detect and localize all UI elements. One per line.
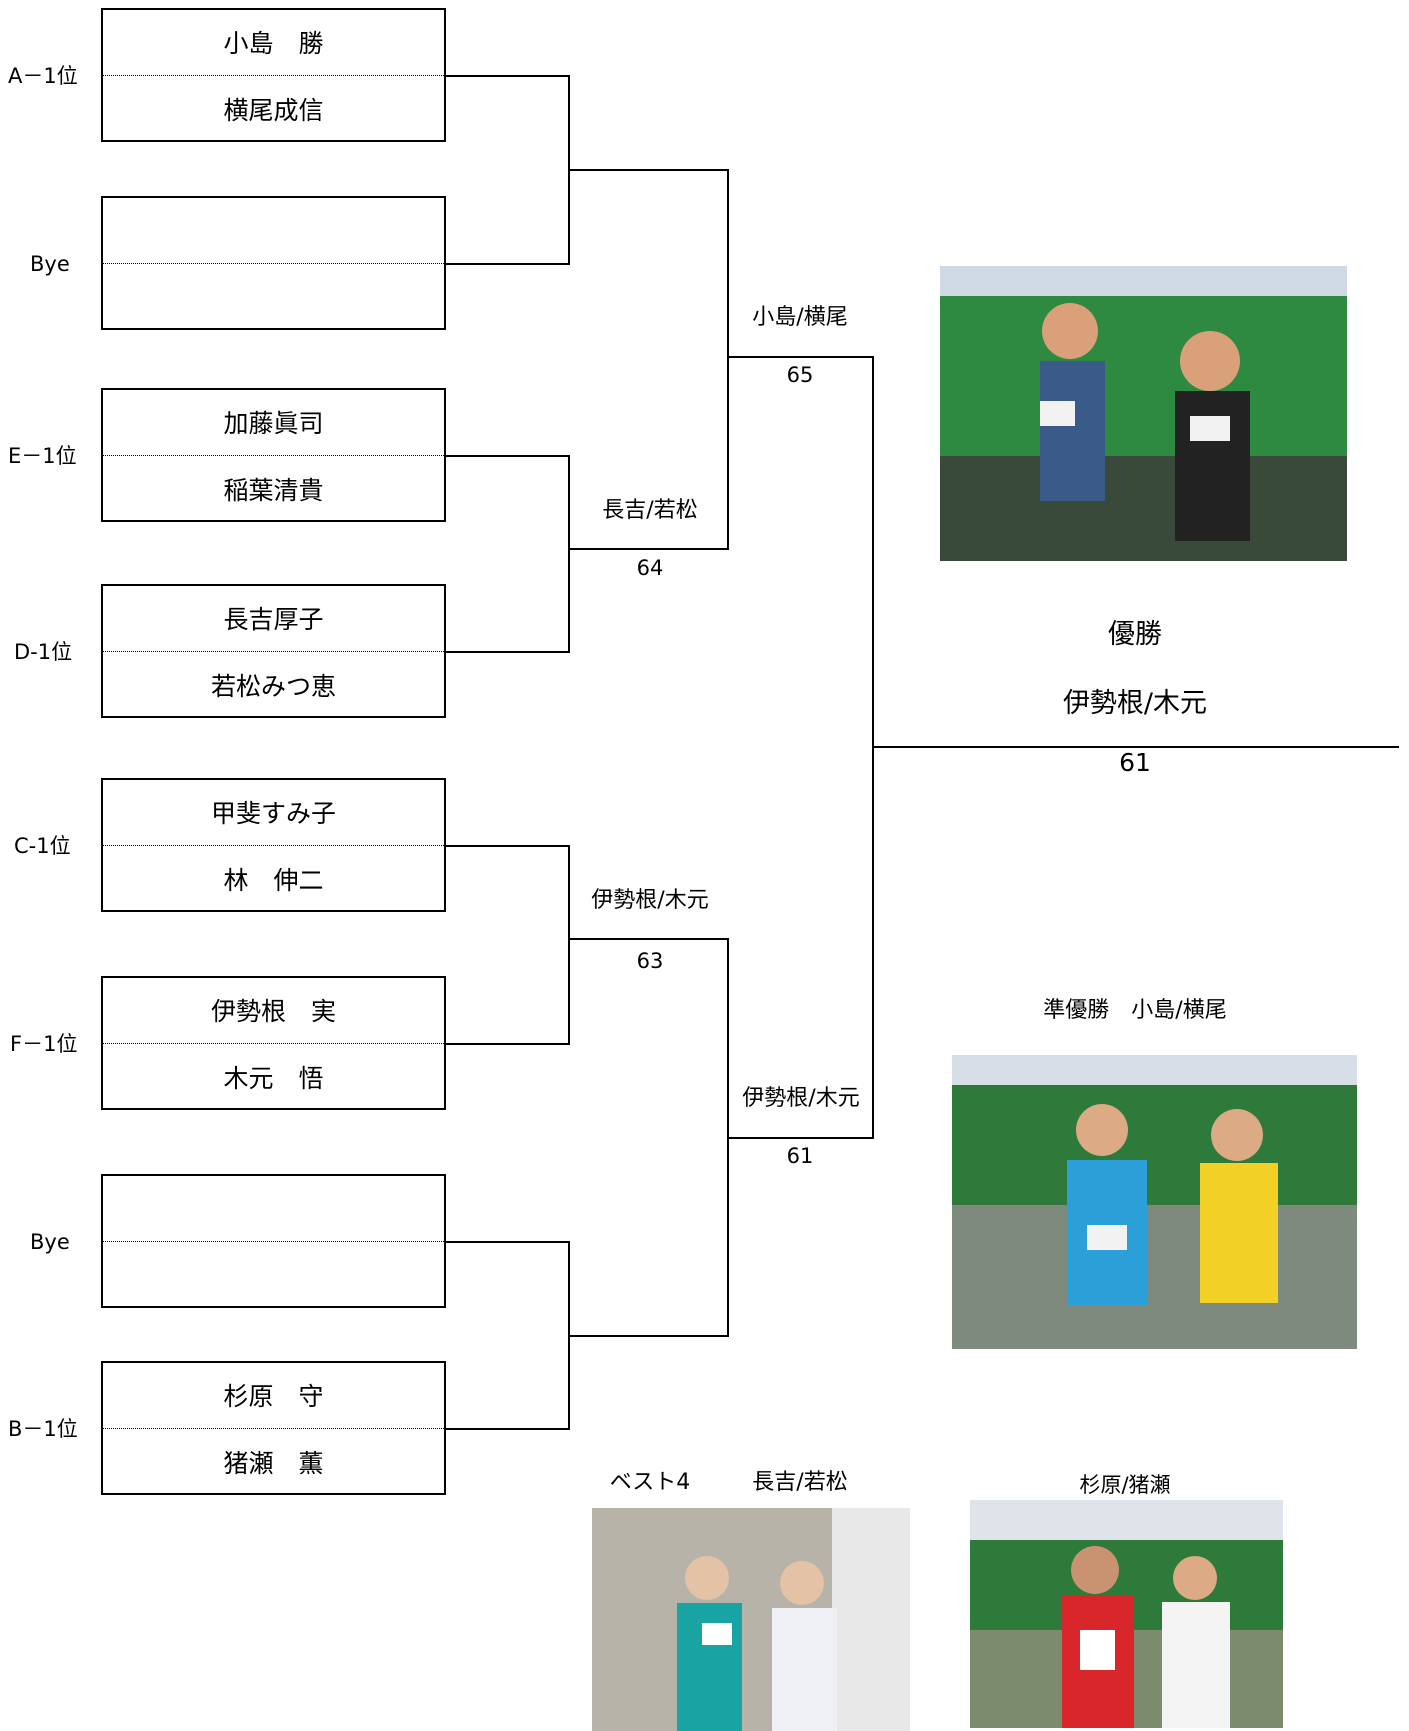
- bracket-line: [568, 1335, 729, 1337]
- semifinal-score: 65: [786, 363, 814, 387]
- player-name: 伊勢根 実: [210, 997, 336, 1026]
- seed-label: Bye: [30, 252, 70, 276]
- semifinal-team-label: 小島/横尾: [752, 305, 848, 330]
- bracket-line: [727, 1137, 874, 1139]
- entry-box-6: [101, 976, 446, 1110]
- entry-box-3: [101, 388, 446, 522]
- final-score: 61: [1119, 748, 1151, 777]
- best4-team-1: 長吉/若松: [752, 1470, 848, 1495]
- round2-score: 64: [636, 556, 664, 580]
- player-name: 木元 悟: [223, 1064, 324, 1093]
- player-name: 長吉厚子: [223, 605, 324, 634]
- seed-label: F－1位: [10, 1032, 78, 1056]
- champion-team: 伊勢根/木元: [1062, 688, 1208, 719]
- bracket-line: [727, 169, 729, 550]
- seed-label: B－1位: [8, 1417, 78, 1441]
- best4-photo-2: [970, 1500, 1283, 1728]
- round2-team-label: 長吉/若松: [602, 498, 698, 523]
- bracket-line: [568, 938, 729, 940]
- seed-label: C-1位: [14, 834, 71, 858]
- best4-photo-1: [592, 1508, 910, 1731]
- bracket-line: [568, 548, 729, 550]
- bracket-line: [568, 845, 570, 1045]
- player-name: 猪瀬 薫: [223, 1449, 324, 1478]
- bracket-line: [446, 845, 570, 847]
- bracket-line: [872, 746, 1399, 748]
- bracket-line: [446, 1428, 570, 1430]
- player-name: 林 伸二: [223, 866, 324, 895]
- entry-box-4: [101, 584, 446, 718]
- bracket-line: [446, 1043, 570, 1045]
- player-name: 稲葉清貴: [223, 476, 324, 505]
- player-name: 小島 勝: [223, 29, 324, 58]
- champion-photo: [940, 266, 1347, 561]
- player-name: 甲斐すみ子: [210, 799, 336, 828]
- bracket-line: [446, 263, 570, 265]
- bracket-line: [727, 356, 874, 358]
- entry-box-7: [101, 1174, 446, 1308]
- entry-box-8: [101, 1361, 446, 1495]
- runner-up-label: 準優勝 小島/横尾: [1043, 998, 1227, 1023]
- seed-label: D-1位: [14, 640, 73, 664]
- seed-label: E－1位: [8, 444, 77, 468]
- bracket-line: [446, 651, 570, 653]
- bracket-line: [446, 455, 570, 457]
- best4-label: ベスト4: [609, 1470, 691, 1495]
- entry-box-1: [101, 8, 446, 142]
- best4-team-2: 杉原/猪瀬: [1079, 1473, 1171, 1497]
- round2-team-label: 伊勢根/木元: [591, 888, 709, 913]
- semifinal-score: 61: [786, 1144, 814, 1168]
- player-name: 横尾成信: [223, 96, 324, 125]
- entry-box-2: [101, 196, 446, 330]
- seed-label: A－1位: [8, 64, 78, 88]
- player-name: 加藤眞司: [223, 409, 324, 438]
- semifinal-team-label: 伊勢根/木元: [742, 1086, 860, 1111]
- final-title: 優勝: [1108, 619, 1162, 650]
- round2-score: 63: [636, 949, 664, 973]
- seed-label: Bye: [30, 1230, 70, 1254]
- bracket-line: [446, 1241, 570, 1243]
- entry-box-5: [101, 778, 446, 912]
- player-name: 杉原 守: [223, 1382, 324, 1411]
- runner-up-photo: [952, 1055, 1357, 1349]
- bracket-line: [568, 169, 729, 171]
- bracket-line: [568, 455, 570, 653]
- bracket-line: [446, 75, 570, 77]
- player-name: 若松みつ恵: [210, 672, 336, 701]
